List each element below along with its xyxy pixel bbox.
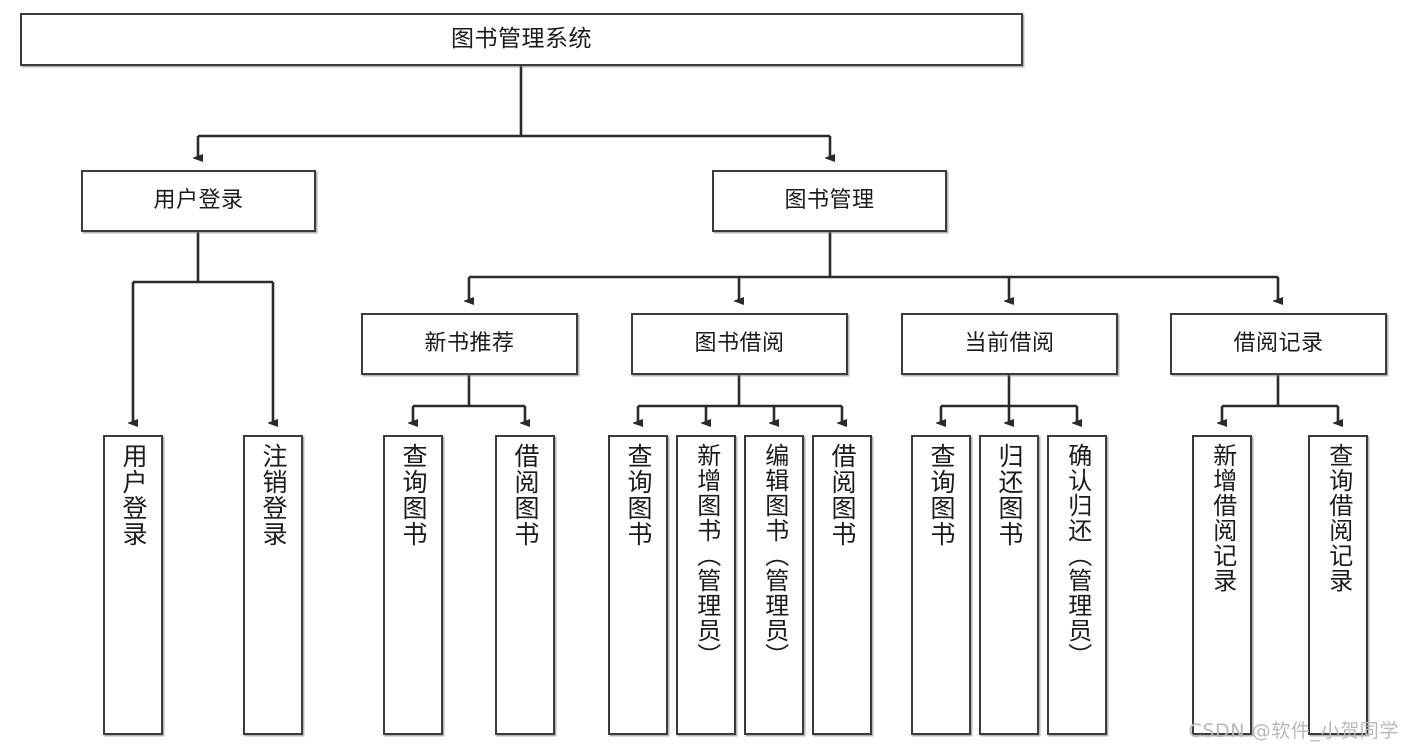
node-label: 用户登录 bbox=[153, 187, 244, 213]
leaf-borrow-query-book[interactable]: 查询图书 bbox=[608, 435, 668, 735]
node-label: 查询图书 bbox=[927, 443, 956, 547]
leaf-borrow-edit-book-admin[interactable]: 编辑图书（管理员） bbox=[744, 435, 804, 735]
node-label: 查询借阅记录 bbox=[1324, 443, 1353, 593]
node-label: 归还图书 bbox=[995, 443, 1024, 547]
leaf-records-query-record[interactable]: 查询借阅记录 bbox=[1308, 435, 1368, 735]
node-label: 当前借阅 bbox=[964, 330, 1055, 356]
node-label: 查询图书 bbox=[399, 443, 428, 547]
node-label: 用户登录 bbox=[119, 443, 148, 547]
leaf-user-login-login[interactable]: 用户登录 bbox=[103, 435, 163, 735]
node-root-system[interactable]: 图书管理系统 bbox=[20, 13, 1023, 66]
node-label: 编辑图书（管理员） bbox=[760, 443, 789, 668]
node-label: 借阅记录 bbox=[1233, 330, 1324, 356]
leaf-recommend-query-book[interactable]: 查询图书 bbox=[383, 435, 443, 735]
leaf-borrow-add-book-admin[interactable]: 新增图书（管理员） bbox=[676, 435, 736, 735]
leaf-current-confirm-return-admin[interactable]: 确认归还（管理员） bbox=[1047, 435, 1107, 735]
node-label: 查询图书 bbox=[624, 443, 653, 547]
node-book-borrow[interactable]: 图书借阅 bbox=[631, 313, 848, 375]
node-label: 借阅图书 bbox=[828, 443, 857, 547]
node-label: 图书管理系统 bbox=[451, 25, 592, 52]
node-label: 借阅图书 bbox=[511, 443, 540, 547]
node-label: 新增图书（管理员） bbox=[692, 443, 721, 668]
leaf-current-query-book[interactable]: 查询图书 bbox=[911, 435, 971, 735]
node-book-management[interactable]: 图书管理 bbox=[712, 170, 947, 232]
node-label: 图书管理 bbox=[784, 187, 875, 213]
leaf-current-return-book[interactable]: 归还图书 bbox=[979, 435, 1039, 735]
leaf-borrow-borrow-book[interactable]: 借阅图书 bbox=[812, 435, 872, 735]
leaf-recommend-borrow-book[interactable]: 借阅图书 bbox=[495, 435, 555, 735]
node-new-book-recommend[interactable]: 新书推荐 bbox=[361, 313, 578, 375]
node-current-borrow[interactable]: 当前借阅 bbox=[901, 313, 1118, 375]
csdn-watermark: CSDN @软件_小贺同学 bbox=[1188, 720, 1399, 742]
node-label: 注销登录 bbox=[259, 443, 288, 547]
node-label: 新增借阅记录 bbox=[1208, 443, 1237, 593]
leaf-user-login-logout[interactable]: 注销登录 bbox=[243, 435, 303, 735]
node-label: 确认归还（管理员） bbox=[1063, 443, 1092, 668]
leaf-records-add-record[interactable]: 新增借阅记录 bbox=[1192, 435, 1252, 735]
node-label: 新书推荐 bbox=[424, 330, 515, 356]
node-label: 图书借阅 bbox=[694, 330, 785, 356]
node-borrow-records[interactable]: 借阅记录 bbox=[1170, 313, 1387, 375]
node-user-login[interactable]: 用户登录 bbox=[81, 170, 316, 232]
